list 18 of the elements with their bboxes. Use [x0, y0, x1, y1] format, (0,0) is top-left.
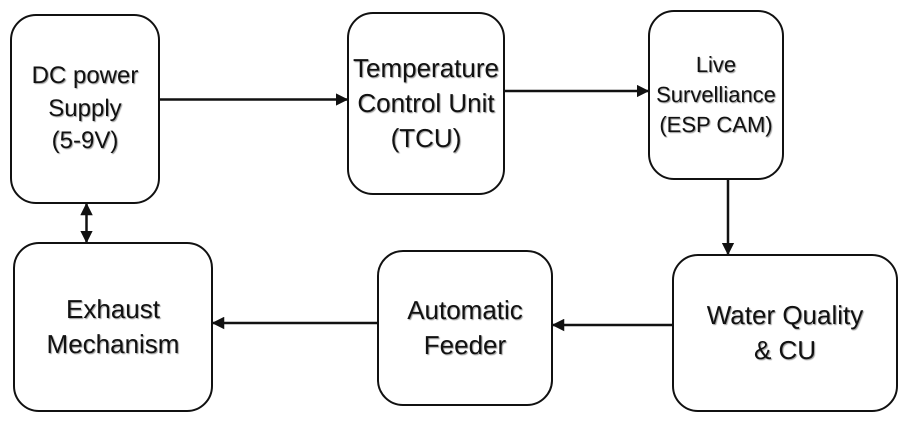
box-label: Exhaust Mechanism: [46, 292, 180, 361]
process-box: [648, 10, 784, 180]
arrow: [505, 84, 650, 98]
process-box: [347, 12, 505, 195]
arrow: [552, 318, 672, 332]
process-box: [377, 250, 553, 406]
box-label: Water Quality & CU: [706, 298, 864, 367]
arrow: [160, 93, 348, 106]
arrow: [722, 180, 734, 256]
arrow: [212, 316, 377, 330]
box-label: DC power Supply (5-9V): [32, 61, 138, 156]
box-label: Automatic Feeder: [406, 294, 524, 362]
process-box: [10, 14, 160, 204]
process-box: [13, 242, 213, 412]
process-box: [672, 254, 898, 412]
box-label: Live Survelliance (ESP CAM): [655, 51, 777, 139]
box-label: Temperature Control Unit (TCU): [352, 52, 500, 156]
arrow: [80, 202, 93, 244]
